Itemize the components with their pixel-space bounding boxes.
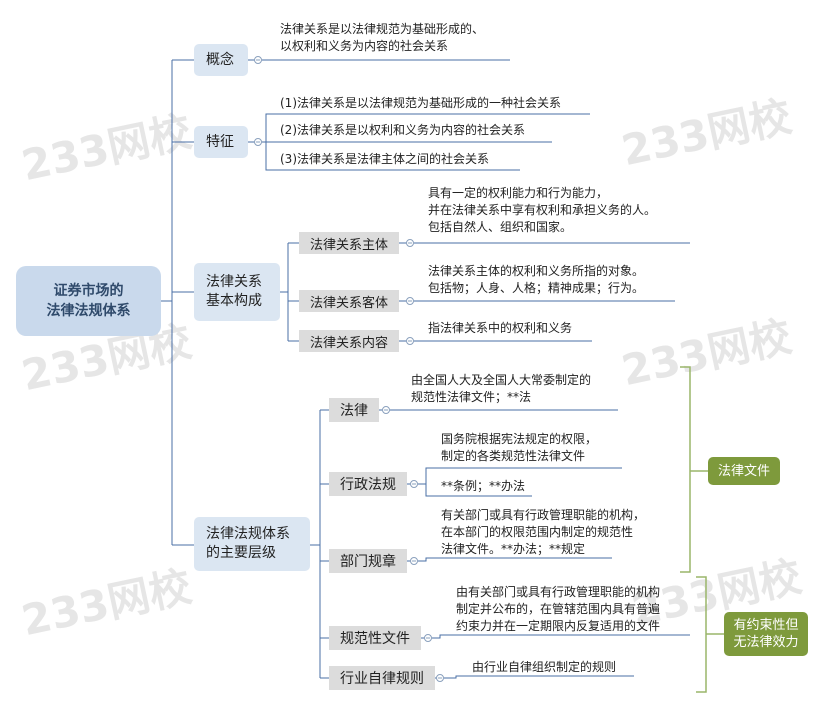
level-department-rule-note: 有关部门或具有行政管理职能的机构， 在本部门的权限范围内制定的规范性 法律文件。… bbox=[441, 508, 646, 556]
feature-note: (3)法律关系是法律主体之间的社会关系 bbox=[280, 152, 489, 166]
composition-subject[interactable]: 法律关系主体 bbox=[299, 232, 399, 254]
composition-content-note: 指法律关系中的权利和义务 bbox=[428, 321, 573, 335]
feature-note: (2)法律关系是以权利和义务为内容的社会关系 bbox=[280, 123, 525, 137]
composition-content[interactable]: 法律关系内容 bbox=[299, 330, 399, 352]
branch-main-levels[interactable]: 法律法规体系 的主要层级 bbox=[194, 517, 310, 571]
connector bbox=[262, 113, 590, 143]
level-administrative-regulation[interactable]: 行政法规 bbox=[329, 472, 407, 496]
level-normative-document-note: 由有关部门或具有行政管理职能的机构 制定并公布的，在管辖范围内具有普遍 约束力并… bbox=[456, 585, 661, 633]
branch-concept[interactable]: 概念 bbox=[194, 44, 248, 76]
summary-binding-without-legal-effect[interactable]: 有约束性但 无法律效力 bbox=[724, 612, 808, 656]
level-self-regulatory-rule[interactable]: 行业自律规则 bbox=[329, 666, 435, 690]
root-node[interactable]: 证券市场的 法律法规体系 bbox=[16, 266, 161, 336]
connector bbox=[265, 142, 520, 171]
level-law[interactable]: 法律 bbox=[329, 398, 379, 422]
level-normative-document[interactable]: 规范性文件 bbox=[329, 626, 421, 650]
level-administrative-regulation-note: 国务院根据宪法规定的权限， 制定的各类规范性法律文件 bbox=[441, 432, 598, 463]
summary-legal-document[interactable]: 法律文件 bbox=[708, 457, 780, 485]
concept-note: 法律关系是以法律规范为基础形成的、 以权利和义务为内容的社会关系 bbox=[280, 22, 485, 53]
connector bbox=[432, 634, 690, 639]
level-law-note: 由全国人大及全国人大常委制定的 规范性法律文件；**法 bbox=[411, 373, 592, 404]
connector bbox=[444, 675, 634, 679]
connector bbox=[418, 467, 622, 485]
connector bbox=[418, 557, 612, 562]
composition-subject-note: 具有一定的权利能力和行为能力， 并在法律关系中享有权利和承担义务的人。 包括自然… bbox=[428, 186, 657, 234]
bracket bbox=[696, 576, 707, 693]
composition-object-note: 法律关系主体的权利和义务所指的对象。 包括物；人身、人格；精神成果；行为。 bbox=[428, 264, 645, 295]
branch-features[interactable]: 特征 bbox=[194, 126, 248, 158]
branch-basic-composition[interactable]: 法律关系 基本构成 bbox=[194, 263, 280, 321]
feature-note: (1)法律关系是以法律规范为基础形成的一种社会关系 bbox=[280, 96, 562, 110]
composition-object[interactable]: 法律关系客体 bbox=[299, 290, 399, 312]
level-self-regulatory-rule-note: 由行业自律组织制定的规则 bbox=[472, 660, 617, 674]
bracket bbox=[680, 366, 691, 573]
level-department-rule[interactable]: 部门规章 bbox=[329, 549, 407, 573]
level-administrative-regulation-note: **条例；**办法 bbox=[441, 479, 526, 493]
connector bbox=[425, 484, 532, 497]
